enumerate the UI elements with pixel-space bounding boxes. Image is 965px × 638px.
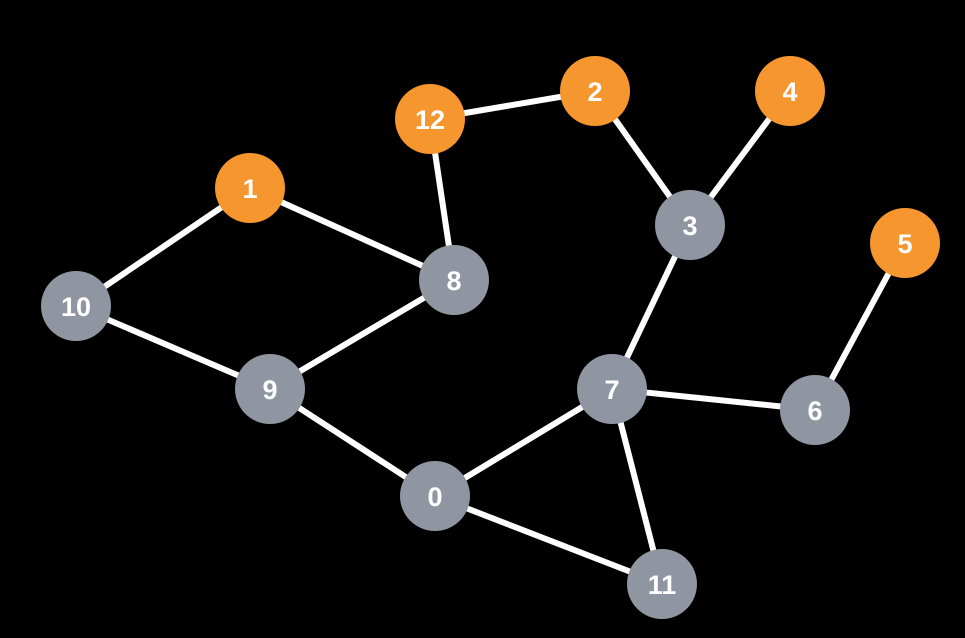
node-label-8: 8 bbox=[446, 266, 461, 296]
node-circle-11 bbox=[627, 549, 697, 619]
node-label-11: 11 bbox=[648, 570, 677, 600]
node-11: 11 bbox=[627, 549, 697, 619]
node-9: 9 bbox=[235, 354, 305, 424]
edges-layer bbox=[74, 88, 908, 587]
node-label-7: 7 bbox=[604, 375, 619, 405]
node-label-4: 4 bbox=[782, 77, 797, 107]
node-label-12: 12 bbox=[415, 105, 445, 135]
node-label-0: 0 bbox=[427, 482, 442, 512]
node-circle-7 bbox=[577, 354, 647, 424]
node-label-6: 6 bbox=[807, 396, 822, 426]
node-label-1: 1 bbox=[242, 174, 257, 204]
node-circle-12 bbox=[395, 84, 465, 154]
node-8: 8 bbox=[419, 245, 489, 315]
node-label-9: 9 bbox=[262, 375, 277, 405]
edge-8-9 bbox=[268, 277, 456, 392]
node-2: 2 bbox=[560, 56, 630, 126]
node-12: 12 bbox=[395, 84, 465, 154]
node-0: 0 bbox=[400, 461, 470, 531]
edge-0-11 bbox=[433, 493, 664, 587]
edge-1-10 bbox=[74, 185, 252, 309]
node-6: 6 bbox=[780, 375, 850, 445]
node-label-10: 10 bbox=[61, 292, 91, 322]
node-label-5: 5 bbox=[897, 229, 912, 259]
node-7: 7 bbox=[577, 354, 647, 424]
edge-10-9 bbox=[74, 303, 272, 392]
node-circle-3 bbox=[655, 190, 725, 260]
node-circle-2 bbox=[560, 56, 630, 126]
node-circle-1 bbox=[215, 153, 285, 223]
node-4: 4 bbox=[755, 56, 825, 126]
node-10: 10 bbox=[41, 271, 111, 341]
node-circle-9 bbox=[235, 354, 305, 424]
node-circle-8 bbox=[419, 245, 489, 315]
node-circle-0 bbox=[400, 461, 470, 531]
node-1: 1 bbox=[215, 153, 285, 223]
edge-1-8 bbox=[248, 185, 456, 283]
node-label-2: 2 bbox=[587, 77, 602, 107]
node-5: 5 bbox=[870, 208, 940, 278]
node-3: 3 bbox=[655, 190, 725, 260]
node-circle-4 bbox=[755, 56, 825, 126]
node-circle-5 bbox=[870, 208, 940, 278]
node-label-3: 3 bbox=[682, 211, 697, 241]
node-circle-6 bbox=[780, 375, 850, 445]
node-circle-10 bbox=[41, 271, 111, 341]
